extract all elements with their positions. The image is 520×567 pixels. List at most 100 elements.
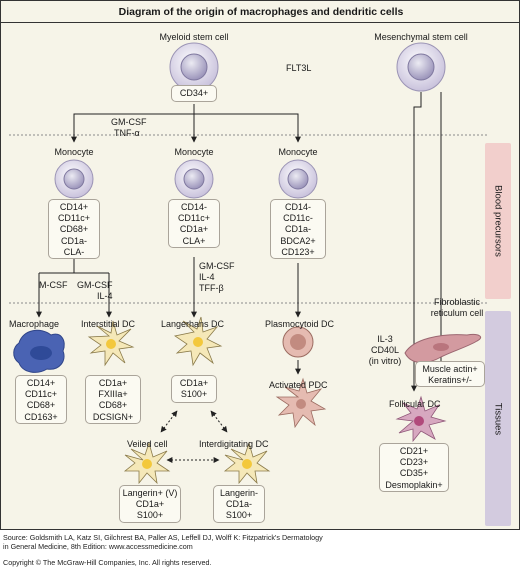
- marker-line: CD1a+: [135, 499, 165, 510]
- fibroblastic-markers: Muscle actin+Keratins+/-: [415, 361, 485, 387]
- marker-line: DCSIGN+: [92, 411, 134, 422]
- gmcsf-il4-tgf-line-3: TFF-β: [199, 283, 224, 293]
- marker-line: Muscle actin+: [422, 364, 478, 374]
- interdigitating-dc-label: Interdigitating DC: [199, 439, 269, 449]
- marker-line: CD11c-: [283, 213, 313, 224]
- mcsf-label: M-CSF: [39, 280, 68, 290]
- monocyte-2-icon: [174, 159, 214, 199]
- monocyte-3-icon: [278, 159, 318, 199]
- marker-line: FXIIIa+: [98, 389, 128, 400]
- myeloid-branch-arrows: [71, 104, 301, 143]
- interstitial-dc-label: Interstitial DC: [81, 319, 136, 329]
- myeloid-stem-markers: CD34+: [171, 85, 217, 102]
- mesenchymal-stem-cell-icon: [396, 42, 446, 92]
- fibroblastic-cell-icon: [404, 334, 482, 363]
- marker-line: CD14+: [59, 202, 89, 212]
- marker-line: CD14-: [284, 202, 311, 212]
- cd40l-line: CD40L: [370, 345, 399, 355]
- marker-line: CD11c+: [24, 389, 58, 400]
- marker-line: CD11c+: [57, 213, 91, 224]
- marker-line: CD68+: [98, 400, 128, 411]
- fibroblastic-label: Fibroblastic reticulum cell: [427, 297, 487, 319]
- gmcsf-il4-tgf-line-1: GM-CSF: [199, 261, 235, 271]
- marker-line: CD68+: [26, 400, 56, 411]
- il3-line: IL-3: [377, 334, 393, 344]
- langerhans-dc-icon: [173, 316, 223, 367]
- mesenchymal-stem-label: Mesenchymal stem cell: [374, 32, 468, 42]
- monocyte-1-markers: CD14+CD11c+CD68+CD1a-CLA-: [48, 199, 100, 259]
- marker-line: BDCA2+: [280, 235, 316, 246]
- gmcsf-il4-tgf-label: GM-CSF IL-4 TFF-β: [199, 261, 235, 294]
- macrophage-cell-icon: [13, 329, 65, 373]
- diagram-canvas: [9, 42, 489, 485]
- myeloid-stem-label: Myeloid stem cell: [159, 32, 229, 42]
- monocyte-2-label: Monocyte: [174, 147, 214, 157]
- diagram-frame: Diagram of the origin of macrophages and…: [0, 0, 520, 530]
- follicular-dc-label: Follicular DC: [389, 399, 441, 409]
- activated-pdc-icon: [275, 377, 327, 429]
- marker-line: Keratins+/-: [428, 375, 472, 386]
- gmcsf-il4-label: GM-CSF IL-4: [77, 280, 113, 302]
- marker-line: CD1a+: [179, 224, 209, 235]
- blood-precursors-band: Blood precursors: [485, 143, 511, 299]
- marker-line: Desmoplakin+: [385, 479, 443, 490]
- gmcsf-il4-line-1: GM-CSF: [77, 280, 113, 290]
- gmcsf-il4-tgf-line-2: IL-4: [199, 272, 215, 282]
- source-citation: Source: Goldsmith LA, Katz SI, Gilchrest…: [3, 533, 323, 551]
- gmcsf-tnf-line-1: GM-CSF: [111, 117, 147, 127]
- marker-line: CD68+: [59, 224, 89, 235]
- monocyte-1-split-arrows: [36, 257, 112, 318]
- gmcsf-tnf-line-2: TNF-α: [114, 128, 140, 138]
- marker-line: S100+: [136, 510, 164, 521]
- marker-line: S100+: [225, 510, 253, 521]
- veiled-cell-markers: Langerin+ (V)CD1a+S100+: [119, 485, 181, 523]
- marker-line: CD1a-: [284, 224, 311, 235]
- source-line-1: Source: Goldsmith LA, Katz SI, Gilchrest…: [3, 533, 323, 542]
- fibroblastic-line-2: reticulum cell: [430, 308, 484, 318]
- source-line-2: in General Medicine, 8th Edition: www.ac…: [3, 542, 193, 551]
- marker-line: CLA+: [182, 235, 206, 246]
- marker-line: CD1a-: [60, 235, 87, 246]
- blood-precursors-label: Blood precursors: [492, 185, 504, 257]
- marker-line: CD23+: [399, 457, 429, 468]
- monocyte-2-markers: CD14-CD11c+CD1a+CLA+: [168, 199, 220, 248]
- tissues-label: Tissues: [492, 402, 504, 435]
- myeloid-stem-cell-icon: [169, 42, 219, 92]
- plasmacytoid-dc-icon: [282, 326, 314, 358]
- fibroblastic-line-1: Fibroblastic: [433, 297, 480, 307]
- veiled-cell-label: Veiled cell: [127, 439, 168, 449]
- follicular-dc-icon: [395, 395, 447, 443]
- marker-line: CD1a+: [98, 378, 128, 388]
- marker-line: CD163+: [24, 411, 58, 422]
- marker-line: CD11c+: [177, 213, 211, 224]
- marker-line: CD123+: [281, 246, 315, 257]
- veiled-cell-icon: [123, 441, 171, 485]
- marker-line: CLA-: [63, 246, 85, 257]
- flt3l-label: FLT3L: [286, 63, 312, 73]
- diagram-title: Diagram of the origin of macrophages and…: [1, 1, 520, 23]
- langerhans-dc-label: Langerhans DC: [161, 319, 225, 329]
- gmcsf-il4-line-2: IL-4: [96, 291, 113, 301]
- interdigitating-dc-markers: Langerin-CD1a-S100+: [213, 485, 265, 523]
- macrophage-label: Macrophage: [9, 319, 60, 329]
- marker-line: CD21+: [399, 446, 429, 456]
- langerhans-dotted-arrows: [160, 410, 228, 463]
- monocyte-1-icon: [54, 159, 94, 199]
- marker-line: CD1a+: [179, 378, 209, 388]
- activated-pdc-label: Activated PDC: [269, 380, 328, 390]
- monocyte-1-label: Monocyte: [54, 147, 94, 157]
- interstitial-dc-icon: [87, 320, 135, 367]
- monocyte-3-markers: CD14-CD11c-CD1a-BDCA2+CD123+: [270, 199, 326, 259]
- macrophage-markers: CD14+CD11c+CD68+CD163+: [15, 375, 67, 424]
- marker-line: CD1a-: [225, 499, 252, 510]
- marker-line: CD34+: [179, 88, 209, 98]
- il3-cd40l-label: IL-3 CD40L (in vitro): [355, 334, 415, 367]
- marker-line: Langerin+ (V): [122, 488, 178, 498]
- marker-line: Langerin-: [219, 488, 259, 498]
- interstitial-dc-markers: CD1a+FXIIIa+CD68+DCSIGN+: [85, 375, 141, 424]
- plasmacytoid-dc-label: Plasmocytoid DC: [265, 319, 335, 329]
- interdigitating-dc-icon: [223, 441, 271, 485]
- follicular-dc-markers: CD21+CD23+CD35+Desmoplakin+: [379, 443, 449, 492]
- marker-line: CD35+: [399, 468, 429, 479]
- gmcsf-tnf-label: GM-CSF TNF-α: [111, 117, 147, 139]
